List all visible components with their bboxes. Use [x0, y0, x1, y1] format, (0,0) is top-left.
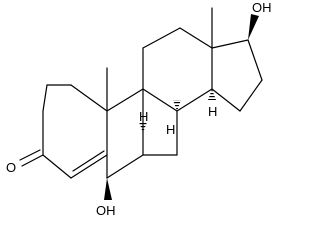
ketone-oxygen-label: O — [6, 160, 16, 175]
h8-label: H — [166, 122, 175, 137]
ring-c — [142, 27, 213, 156]
oh-top-wedge — [248, 14, 259, 40]
ring-a — [42, 84, 108, 179]
hydroxyl-bonds — [104, 14, 259, 200]
oh-bottom-label: OH — [96, 203, 116, 218]
ketone-bond — [19, 149, 44, 167]
stereo-hydrogens — [139, 89, 216, 133]
ring-b — [106, 88, 144, 179]
methyl-groups — [106, 7, 213, 112]
ring-d — [211, 39, 263, 112]
steroid-structure-diagram: OH OH O H H H — [6, 0, 272, 218]
h9-label: H — [139, 109, 148, 124]
oh-bottom-wedge — [104, 178, 112, 200]
h14-label: H — [208, 104, 217, 119]
oh-top-label: OH — [252, 0, 272, 15]
